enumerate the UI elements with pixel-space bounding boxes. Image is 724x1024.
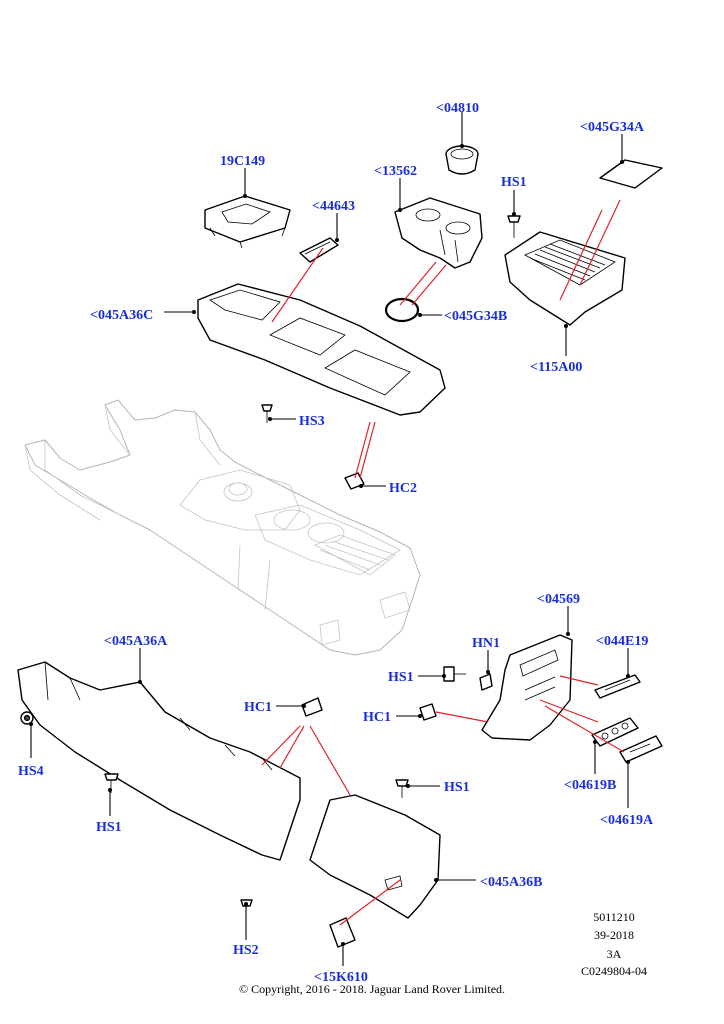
callout-hs4: HS4 bbox=[18, 764, 44, 779]
callout-115a00: <115A00 bbox=[530, 360, 582, 375]
callout-045g34b: <045G34B bbox=[444, 309, 507, 324]
part-hs1-screw-right bbox=[443, 666, 466, 682]
callout-13562: <13562 bbox=[374, 164, 417, 179]
callout-hc1-left: HC1 bbox=[244, 700, 272, 715]
copyright-notice: © Copyright, 2016 - 2018. Jaguar Land Ro… bbox=[239, 982, 505, 996]
part-hs4-screw bbox=[20, 711, 34, 725]
part-hc2-clip bbox=[344, 472, 365, 490]
drawing-meta: 5011210 39-2018 3A C0249804-04 bbox=[581, 910, 647, 978]
part-hc1-clip-right bbox=[419, 703, 437, 721]
part-hs1-screw-top bbox=[507, 215, 521, 238]
part-hn1-nut bbox=[479, 673, 493, 691]
callout-04569: <04569 bbox=[537, 592, 580, 607]
meta-line-2: 39-2018 bbox=[594, 928, 634, 942]
part-045a36c-console-top bbox=[197, 283, 446, 416]
association-lines bbox=[261, 199, 625, 926]
callout-hn1: HN1 bbox=[472, 636, 500, 651]
callout-045a36c: <045A36C bbox=[90, 308, 153, 323]
meta-line-3: 3A bbox=[607, 947, 622, 961]
callout-hs3: HS3 bbox=[299, 414, 325, 429]
part-045g34b-ring bbox=[384, 297, 420, 323]
callout-hc2: HC2 bbox=[389, 481, 417, 496]
part-04569-rear-panel bbox=[481, 634, 573, 741]
part-13562-cup-holder bbox=[394, 197, 483, 269]
callout-045g34a: <045G34A bbox=[580, 120, 645, 135]
callout-04810: <04810 bbox=[436, 101, 479, 116]
part-hs3-screw bbox=[261, 404, 273, 423]
leader-lines bbox=[29, 112, 630, 966]
part-04810-cup-insert bbox=[445, 145, 479, 175]
part-045a36b-side-panel-right bbox=[309, 794, 441, 919]
callout-15k610: <15K610 bbox=[314, 970, 368, 985]
callout-045a36a: <045A36A bbox=[104, 634, 168, 649]
part-19c149-shifter-bezel bbox=[204, 195, 291, 249]
part-04619b-socket-panel bbox=[591, 717, 639, 747]
meta-line-1: 5011210 bbox=[593, 910, 635, 924]
part-044e19-usb-port bbox=[594, 674, 641, 699]
part-44643-switch bbox=[299, 237, 339, 263]
callout-hs1-right: HS1 bbox=[388, 670, 414, 685]
callout-04619a: <04619A bbox=[600, 813, 654, 828]
callout-hs1-top: HS1 bbox=[501, 175, 527, 190]
callout-44643: <44643 bbox=[312, 199, 355, 214]
console-body-ghost bbox=[24, 399, 421, 656]
callout-04619b: <04619B bbox=[564, 778, 616, 793]
part-04619a-socket-panel bbox=[619, 735, 663, 763]
callout-19c149: 19C149 bbox=[220, 154, 265, 169]
meta-line-4: C0249804-04 bbox=[581, 964, 647, 978]
part-15k610-switch bbox=[329, 917, 356, 948]
callout-hs1-bottom-right: HS1 bbox=[444, 780, 470, 795]
callout-labels: <04810 <045G34A 19C149 <13562 HS1 <44643… bbox=[18, 101, 654, 985]
callout-hs1-left: HS1 bbox=[96, 820, 122, 835]
callout-hc1-right: HC1 bbox=[363, 710, 391, 725]
part-045g34a-mat bbox=[599, 159, 663, 189]
part-115a00-storage-bin bbox=[504, 231, 626, 326]
part-hs1-screw-right-lower bbox=[395, 779, 409, 798]
part-045a36a-side-panel-left bbox=[17, 661, 301, 861]
callout-hs2: HS2 bbox=[233, 943, 259, 958]
callout-045a36b: <045A36B bbox=[480, 875, 542, 890]
callout-044e19: <044E19 bbox=[596, 634, 648, 649]
part-hc1-clip-left bbox=[301, 697, 323, 717]
